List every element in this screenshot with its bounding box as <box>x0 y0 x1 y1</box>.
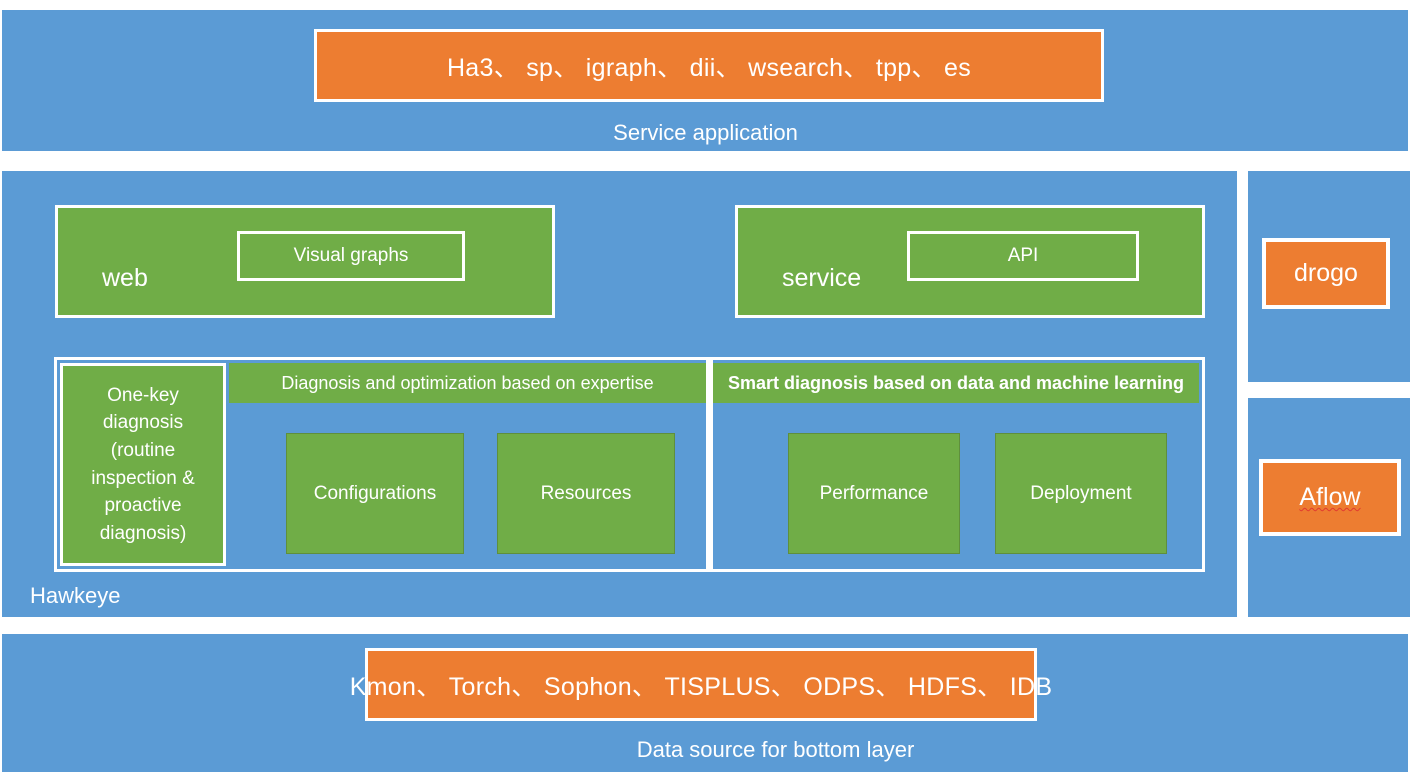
service-application-label: Service application <box>613 120 798 145</box>
diagnosis-column-divider <box>706 360 713 569</box>
smart-diagnosis-header-label: Smart diagnosis based on data and machin… <box>727 372 1185 393</box>
deployment-box[interactable]: Deployment <box>995 433 1167 554</box>
smart-diagnosis-header: Smart diagnosis based on data and machin… <box>713 363 1199 403</box>
performance-box[interactable]: Performance <box>788 433 960 554</box>
configurations-box[interactable]: Configurations <box>286 433 464 554</box>
performance-label: Performance <box>819 482 929 504</box>
service-block[interactable]: service API <box>735 205 1205 318</box>
resources-label: Resources <box>540 482 632 504</box>
drogo-label: drogo <box>1294 259 1358 287</box>
visual-graphs-label: Visual graphs <box>293 245 409 266</box>
web-block[interactable]: web Visual graphs <box>55 205 555 318</box>
service-application-components-box[interactable]: Ha3、 sp、 igraph、 dii、 wsearch、 tpp、 es <box>314 29 1104 102</box>
service-block-label: service <box>782 264 862 292</box>
one-key-diagnosis-label: One-key diagnosis (routine inspection & … <box>91 384 195 544</box>
deployment-label: Deployment <box>1030 482 1132 504</box>
aflow-box[interactable]: Aflow <box>1259 459 1401 536</box>
hawkeye-label: Hawkeye <box>30 583 121 608</box>
data-source-components-box[interactable]: Kmon、 Torch、 Sophon、 TISPLUS、 ODPS、 HDFS… <box>350 648 1052 721</box>
data-source-components-text: Kmon、 Torch、 Sophon、 TISPLUS、 ODPS、 HDFS… <box>349 672 1053 701</box>
drogo-box[interactable]: drogo <box>1262 238 1390 309</box>
configurations-label: Configurations <box>313 482 437 504</box>
one-key-diagnosis-box[interactable]: One-key diagnosis (routine inspection & … <box>60 363 226 566</box>
resources-box[interactable]: Resources <box>497 433 675 554</box>
aflow-label: Aflow <box>1299 483 1361 511</box>
service-application-components-text: Ha3、 sp、 igraph、 dii、 wsearch、 tpp、 es <box>446 53 972 82</box>
api-label: API <box>1007 245 1039 266</box>
data-source-label: Data source for bottom layer <box>636 737 915 762</box>
web-block-label: web <box>102 264 148 292</box>
diagnosis-cluster <box>54 357 1205 572</box>
expertise-header: Diagnosis and optimization based on expe… <box>229 363 706 403</box>
visual-graphs-box[interactable]: Visual graphs <box>237 231 465 281</box>
api-box[interactable]: API <box>907 231 1139 281</box>
expertise-header-label: Diagnosis and optimization based on expe… <box>281 372 654 393</box>
